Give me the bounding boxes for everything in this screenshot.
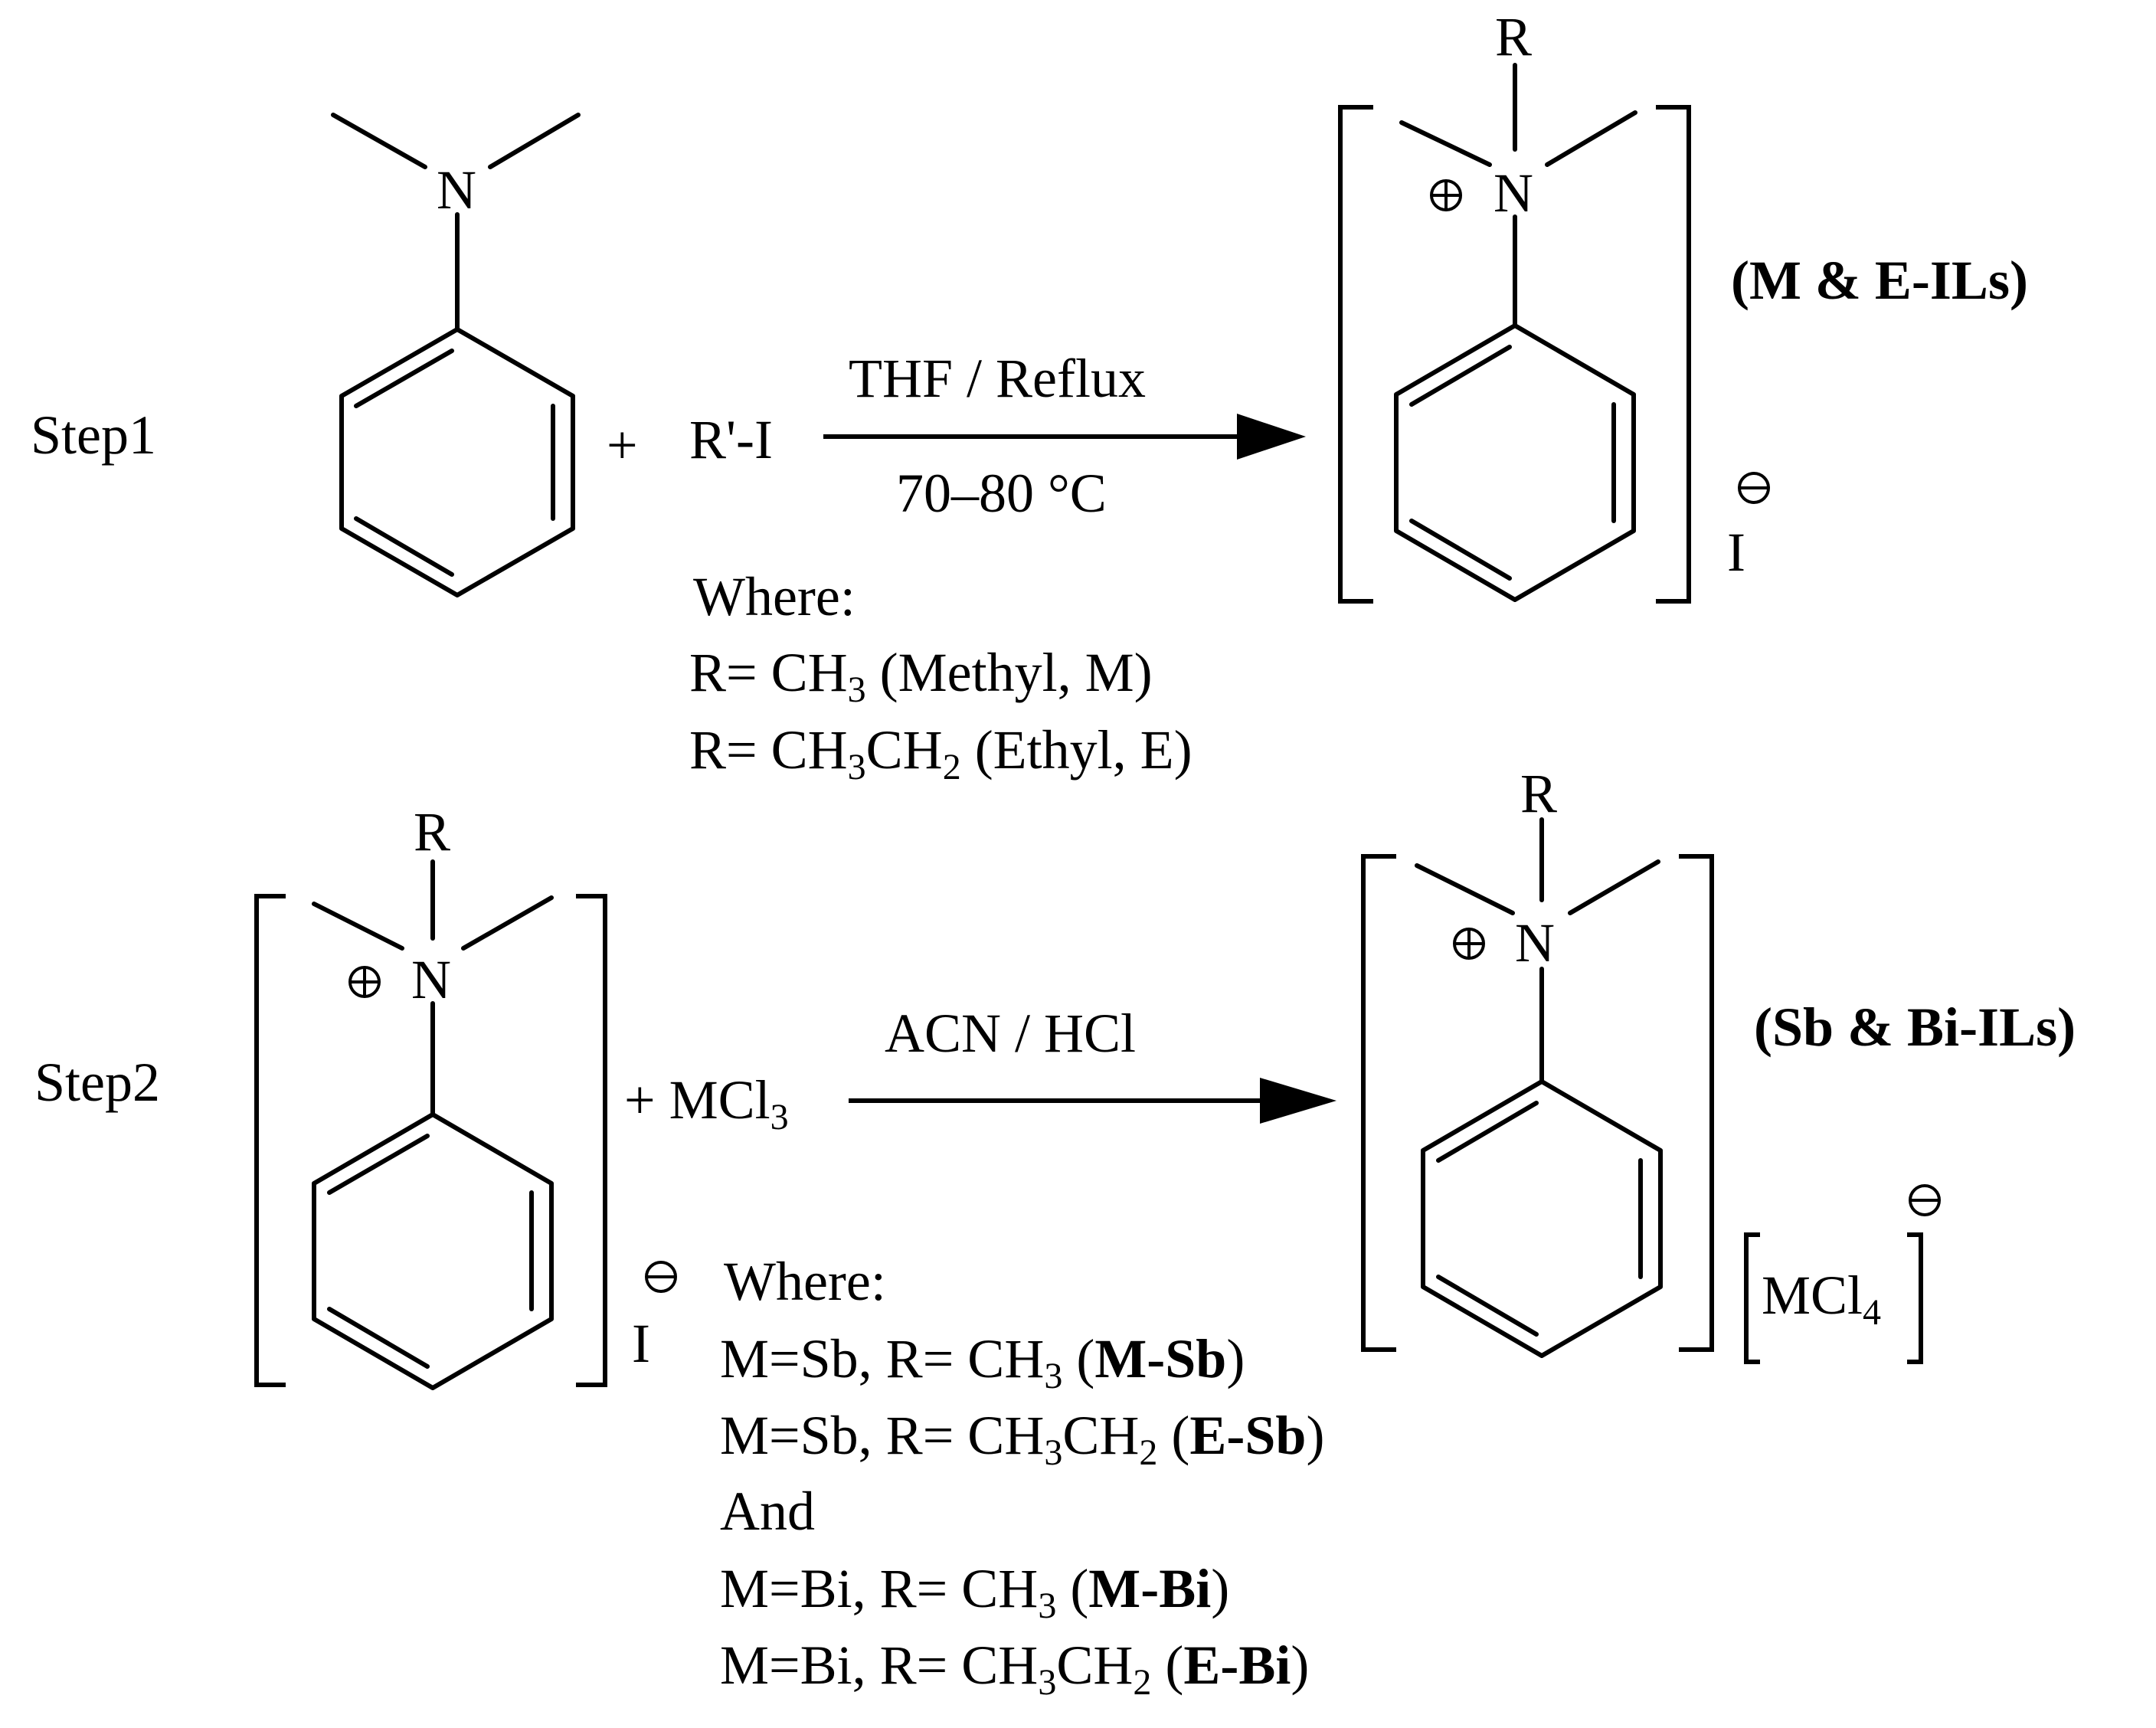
dimethylaniline-structure: N (331, 113, 581, 597)
anion-left-bracket (1744, 1232, 1760, 1364)
step1-label: Step1 (31, 404, 156, 466)
r-group-label: R (414, 801, 450, 862)
left-bracket (1361, 854, 1396, 1352)
step1-condition-top: THF / Reflux (849, 348, 1146, 409)
step1-product-structure: R N (1338, 6, 1691, 604)
step2-product-counterion: MCl4 (1762, 1265, 1881, 1333)
step2-product-structure: R N (1361, 763, 1714, 1358)
positive-charge-icon (1430, 179, 1462, 211)
nitrogen-atom-label: N (1493, 162, 1533, 224)
step1-where-block: Where: R= CH3 (Methyl, M) R= CH3CH2 (Eth… (689, 566, 1193, 787)
step2-reactant-structure: R N (254, 801, 607, 1390)
step1-reagent: R'-I (689, 409, 773, 470)
step1-plus: + (607, 414, 638, 476)
step2-product-name: (Sb & Bi-ILs) (1754, 997, 2076, 1058)
negative-charge-icon (1738, 472, 1770, 504)
right-bracket (576, 894, 607, 1387)
step2-reactant-counterion: I (632, 1313, 650, 1374)
step2-where-row: M=Bi, R= CH3 (M-Bi) (720, 1558, 1229, 1626)
step2-where-block: Where: M=Sb, R= CH3 (M-Sb) M=Sb, R= CH3C… (720, 1251, 1324, 1703)
step2-where-row: M=Sb, R= CH3CH2 (E-Sb) (720, 1405, 1324, 1473)
r-group-label: R (1495, 6, 1532, 67)
nitrogen-atom-label: N (411, 949, 451, 1010)
step2-where-row: And (720, 1481, 815, 1542)
nitrogen-atom-label: N (1515, 912, 1555, 974)
step2-label: Step2 (34, 1052, 160, 1113)
step2-where-row: M=Bi, R= CH3CH2 (E-Bi) (720, 1635, 1309, 1703)
step1-product-name: (M & E-ILs) (1731, 250, 2028, 311)
step2-where-title: Where: (724, 1251, 886, 1312)
step2-arrowhead (1260, 1078, 1336, 1124)
right-bracket (1679, 854, 1714, 1352)
r-group-label: R (1520, 763, 1557, 824)
positive-charge-icon (1453, 928, 1485, 960)
step2-where-row: M=Sb, R= CH3 (M-Sb) (720, 1328, 1245, 1396)
step1-where-title: Where: (693, 566, 856, 627)
step1-where-methyl: R= CH3 (Methyl, M) (689, 642, 1153, 710)
step2-condition-top: ACN / HCl (885, 1003, 1136, 1064)
negative-charge-icon (1909, 1184, 1941, 1216)
anion-right-bracket (1907, 1232, 1923, 1364)
positive-charge-icon (348, 966, 381, 998)
step1-where-ethyl: R= CH3CH2 (Ethyl, E) (689, 719, 1193, 787)
left-bracket (1338, 105, 1373, 604)
negative-charge-icon (645, 1261, 677, 1293)
left-bracket (254, 894, 286, 1387)
step1-arrowhead (1237, 414, 1306, 460)
step1-condition-bottom: 70–80 °C (896, 463, 1107, 524)
right-bracket (1656, 105, 1691, 604)
step2-reagent: + MCl3 (624, 1069, 789, 1137)
nitrogen-atom-label: N (437, 159, 476, 221)
step1-counterion: I (1727, 522, 1745, 583)
